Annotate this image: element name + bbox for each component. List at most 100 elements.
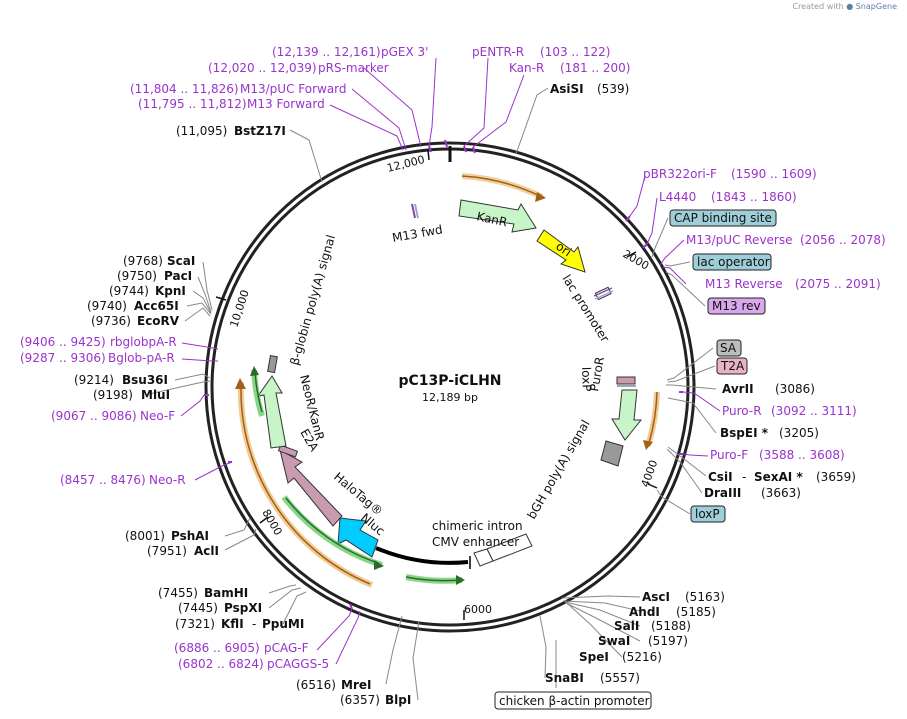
primer-m13puc-rev-range: (2056 .. 2078) bbox=[800, 233, 886, 247]
bglobin-feature bbox=[267, 355, 278, 374]
primer-pcag-f-range: (6886 .. 6905) bbox=[174, 641, 260, 655]
primer-kan-r-range: (181 .. 200) bbox=[560, 61, 630, 75]
site-ahdi-pos: (5185) bbox=[676, 605, 716, 619]
site-asci-name: AscI bbox=[642, 590, 670, 604]
site-bspei-name: BspEI * bbox=[720, 426, 769, 440]
neo-orange-arrowhead bbox=[235, 378, 246, 389]
ori-feature-arrow bbox=[536, 229, 586, 273]
site-kpni-name: KpnI bbox=[155, 284, 186, 298]
primer-m13-rev-name: M13 Reverse bbox=[705, 277, 783, 291]
halotag-label: HaloTag® bbox=[331, 470, 385, 519]
primer-puro-r-range: (3092 .. 3111) bbox=[771, 404, 857, 418]
site-mlui-pos: (9198) bbox=[93, 388, 133, 402]
site-ahdi-name: AhdI bbox=[629, 605, 660, 619]
primer-m13-fwd-name: M13 Forward bbox=[247, 97, 325, 111]
site-pshai-name: PshAI bbox=[171, 529, 209, 543]
cds-black-arc bbox=[375, 546, 469, 565]
cmv-enhancer-label: CMV enhancer bbox=[432, 535, 519, 549]
site-sali-name: SalI bbox=[614, 619, 639, 633]
bgh-feature bbox=[600, 440, 624, 467]
cag-green-arrowhead bbox=[456, 575, 465, 585]
primer-neo-r-range: (8457 .. 8476) bbox=[60, 473, 146, 487]
primer-puro-r-name: Puro-R bbox=[722, 404, 762, 418]
site-sexai-name: SexAI * bbox=[754, 470, 803, 484]
loxp-inner-label: loxP bbox=[579, 367, 594, 392]
primer-bglob-name: Bglob-pA-R bbox=[108, 351, 175, 365]
halotag-feature-arrow bbox=[279, 449, 343, 527]
site-pspxi-name: PspXI bbox=[224, 601, 262, 615]
site-kfli-name: KflI bbox=[221, 617, 244, 631]
kanr-label: KanR bbox=[475, 209, 508, 229]
site-paci-pos: (9750) bbox=[117, 269, 157, 283]
site-bspei-pos: (3205) bbox=[779, 426, 819, 440]
lac-operator-mark bbox=[593, 287, 613, 297]
site-draiii-name: DraIII bbox=[704, 486, 741, 500]
primer-neo-r-name: Neo-R bbox=[149, 473, 186, 487]
box-lac-operator-label: lac operator bbox=[697, 255, 770, 269]
kanr-orange-arrowhead bbox=[535, 192, 546, 202]
box-t2a: T2A bbox=[716, 357, 748, 375]
primer-puro-f-range: (3588 .. 3608) bbox=[759, 448, 845, 462]
nluc-feature-arrow bbox=[337, 517, 379, 558]
puror-feature-arrow bbox=[611, 389, 643, 441]
primer-l4440-range: (1843 .. 1860) bbox=[711, 190, 797, 204]
site-paci-name: PacI bbox=[164, 269, 192, 283]
site-avrii-name: AvrII bbox=[722, 382, 754, 396]
plasmid-length: 12,189 bp bbox=[422, 391, 478, 404]
tick-label-6000: 6000 bbox=[464, 603, 492, 616]
site-swai-name: SwaI bbox=[598, 634, 630, 648]
box-sa: SA bbox=[716, 339, 742, 357]
site-asisi-name: AsiSI bbox=[550, 82, 584, 96]
site-acli-pos: (7951) bbox=[147, 544, 187, 558]
site-draiii-pos: (3663) bbox=[761, 486, 801, 500]
site-asisi-pos: (539) bbox=[597, 82, 629, 96]
box-sa-label: SA bbox=[720, 341, 737, 355]
site-csii-pos: (3659) bbox=[816, 470, 856, 484]
site-labels: AsiSI (539) (11,095) BstZ17I (9768) ScaI… bbox=[74, 82, 856, 707]
site-csii-name: CsiI bbox=[708, 470, 733, 484]
bgh-label: bGH poly(A) signal bbox=[524, 417, 592, 521]
credit-brand: SnapGene bbox=[855, 2, 897, 11]
credit-prefix: Created with bbox=[792, 2, 844, 11]
m13-fwd-label: M13 fwd bbox=[391, 222, 444, 245]
primer-prs-marker-name: pRS-marker bbox=[318, 61, 389, 75]
site-acc65i-pos: (9740) bbox=[87, 299, 127, 313]
primer-rbglob-range: (9406 .. 9425) bbox=[20, 335, 106, 349]
primer-neo-f-range: (9067 .. 9086) bbox=[51, 409, 137, 423]
site-snabi-name: SnaBI bbox=[545, 671, 584, 685]
primer-rbglob-name: rbglobpA-R bbox=[110, 335, 177, 349]
tick-marks bbox=[215, 149, 658, 620]
box-t2a-label: T2A bbox=[720, 359, 745, 373]
primer-pcaggs5-name: pCAGGS-5 bbox=[267, 657, 329, 671]
primer-leader-lines bbox=[180, 57, 721, 665]
site-scai-name: ScaI bbox=[167, 254, 195, 268]
kanr-feature-arrow bbox=[458, 199, 537, 233]
primer-pcaggs5-range: (6802 .. 6824) bbox=[178, 657, 264, 671]
e2a-feature bbox=[277, 444, 299, 458]
site-scai-pos: (9768) bbox=[123, 254, 163, 268]
site-snabi-pos: (5557) bbox=[600, 671, 640, 685]
primer-pgex3-range: (12,139 .. 12,161) bbox=[272, 45, 381, 59]
neo-orange-arc-line bbox=[240, 385, 371, 585]
chimeric-intron-label: chimeric intron bbox=[432, 519, 523, 533]
primer-puro-f-name: Puro-F bbox=[710, 448, 748, 462]
neokanr-feature-arrow bbox=[256, 375, 287, 449]
site-mrei-pos: (6516) bbox=[296, 678, 336, 692]
halo-green-arrowhead bbox=[374, 560, 384, 570]
site-kfli-dash: - bbox=[252, 617, 256, 631]
site-spei-name: SpeI bbox=[579, 650, 609, 664]
puror-label: PuroR bbox=[587, 356, 607, 393]
site-spei-pos: (5216) bbox=[622, 650, 662, 664]
primer-m13puc-fwd-range: (11,804 .. 11,826) bbox=[130, 82, 239, 96]
lac-promoter-label: lac promoter bbox=[559, 272, 612, 345]
site-avrii-pos: (3086) bbox=[775, 382, 815, 396]
box-lac-operator: lac operator bbox=[692, 253, 772, 271]
primer-pgex3-name: pGEX 3' bbox=[381, 45, 428, 59]
site-blpi-name: BlpI bbox=[385, 693, 411, 707]
puror-orange-arc bbox=[645, 391, 660, 447]
box-m13-rev-label: M13 rev bbox=[712, 299, 761, 313]
primer-m13puc-fwd-name: M13/pUC Forward bbox=[240, 82, 347, 96]
loxp-inner-feature bbox=[616, 376, 636, 385]
primer-marks bbox=[204, 139, 683, 610]
box-m13-rev: M13 rev bbox=[707, 297, 766, 315]
